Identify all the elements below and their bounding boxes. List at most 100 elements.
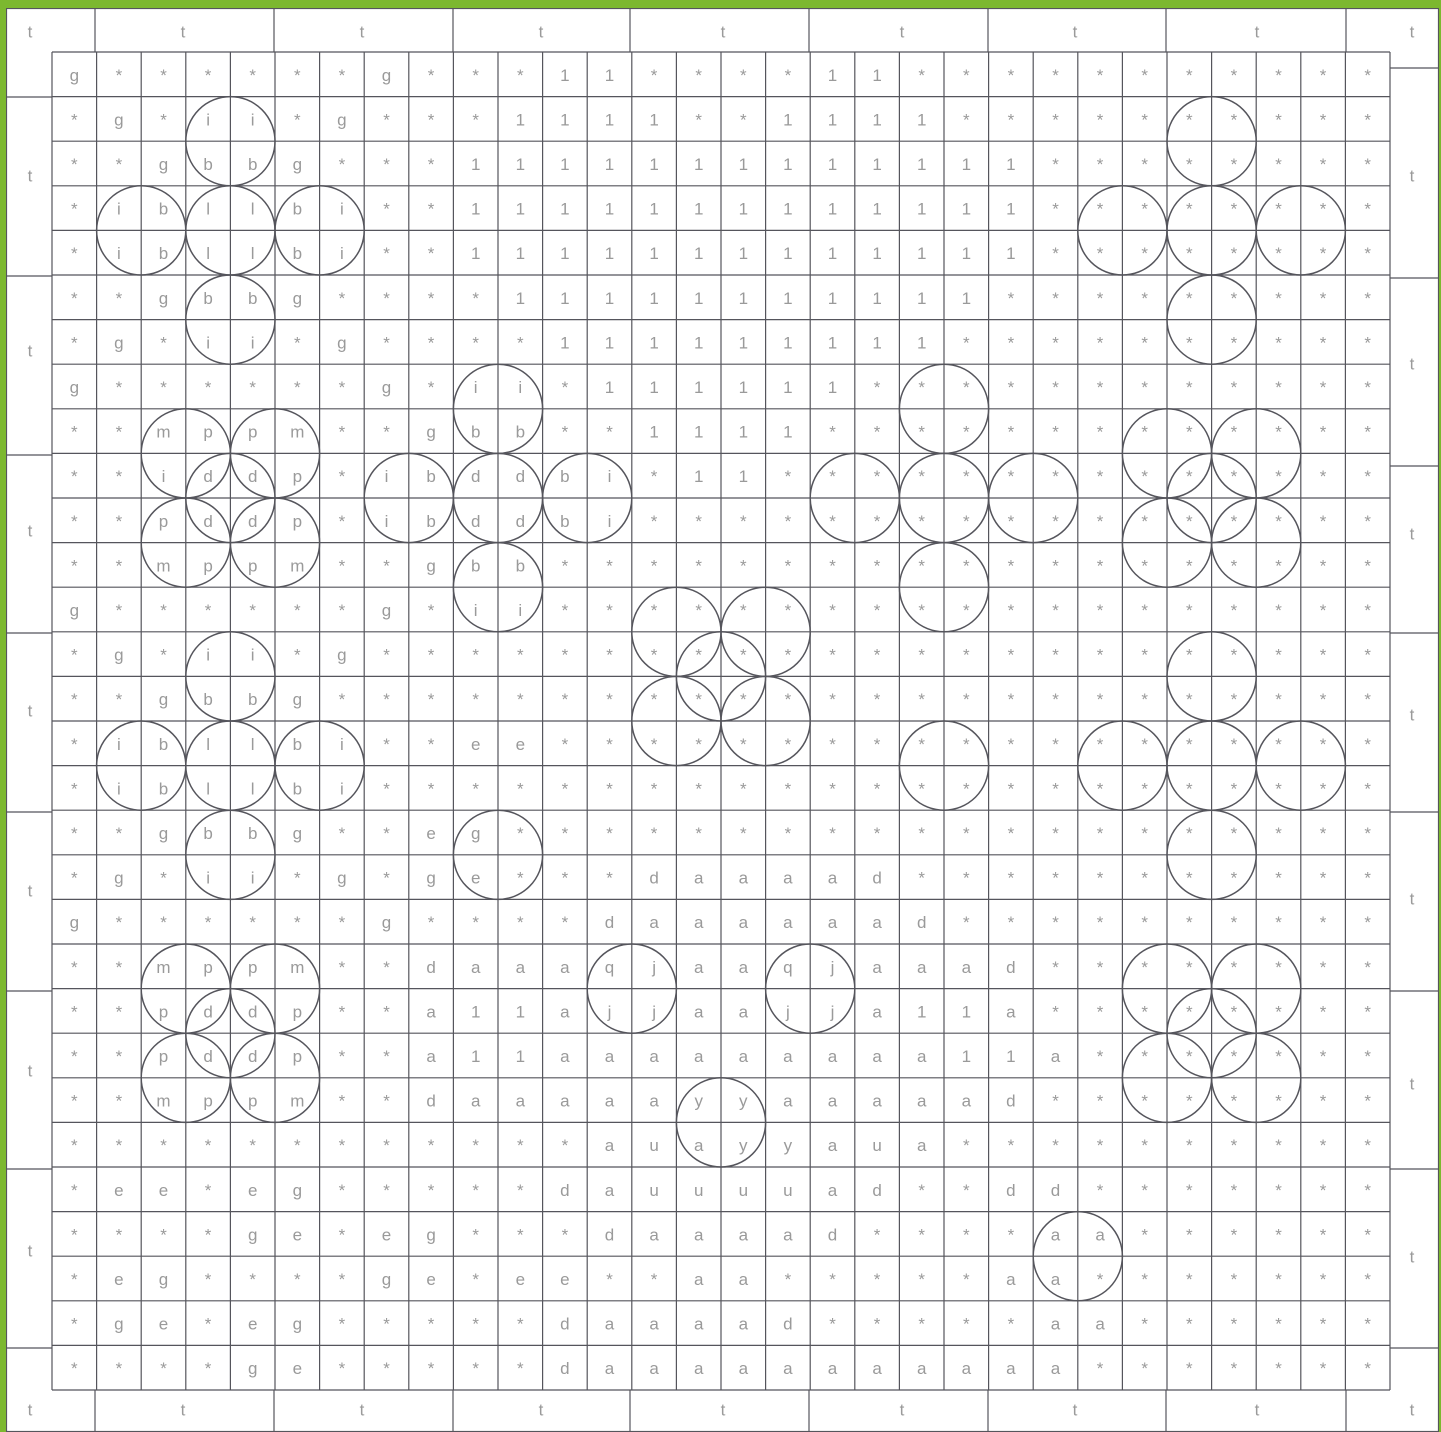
cell-letter: * — [963, 824, 970, 843]
cell-letter: * — [1231, 1270, 1238, 1289]
cell-letter: e — [516, 735, 525, 754]
cell-letter: * — [562, 423, 569, 442]
cell-letter: * — [205, 1315, 212, 1334]
cell-letter: * — [963, 869, 970, 888]
cell-letter: * — [1141, 512, 1148, 531]
cell-letter: * — [874, 824, 881, 843]
cell-letter: * — [1141, 1181, 1148, 1200]
cell-letter: i — [162, 467, 166, 486]
cell-letter: * — [160, 1359, 167, 1378]
cell-letter: * — [160, 378, 167, 397]
cell-letter: a — [872, 958, 882, 977]
cell-letter: * — [785, 556, 792, 575]
cell-letter: a — [739, 1225, 749, 1244]
cell-letter: 1 — [739, 155, 748, 174]
cell-letter: g — [70, 378, 79, 397]
cell-letter: * — [428, 1136, 435, 1155]
cell-letter: g — [337, 333, 346, 352]
cell-letter: 1 — [649, 423, 658, 442]
cell-letter: 1 — [605, 110, 614, 129]
cell-letter: * — [1097, 690, 1104, 709]
border-letter-top: t — [1410, 23, 1415, 42]
cell-letter: * — [116, 556, 123, 575]
cell-letter: * — [116, 66, 123, 85]
cell-letter: e — [293, 1225, 302, 1244]
cell-letter: * — [963, 1270, 970, 1289]
cell-letter: a — [694, 1047, 704, 1066]
cell-letter: 1 — [739, 244, 748, 263]
cell-letter: * — [606, 869, 613, 888]
cell-letter: * — [472, 646, 479, 665]
cell-letter: * — [651, 824, 658, 843]
cell-letter: * — [1186, 110, 1193, 129]
cell-letter: * — [1186, 958, 1193, 977]
cell-letter: * — [1320, 512, 1327, 531]
cell-letter: a — [1051, 1359, 1061, 1378]
cell-letter: p — [293, 1002, 302, 1021]
cell-letter: * — [651, 601, 658, 620]
cell-letter: * — [1364, 869, 1371, 888]
cell-letter: * — [472, 690, 479, 709]
cell-letter: * — [1008, 779, 1015, 798]
cell-letter: * — [116, 1092, 123, 1111]
cell-letter: * — [1364, 824, 1371, 843]
cell-letter: * — [606, 556, 613, 575]
cell-letter: d — [248, 1047, 257, 1066]
cell-letter: * — [1275, 1225, 1282, 1244]
cell-letter: * — [472, 913, 479, 932]
cell-letter: g — [293, 824, 302, 843]
cell-letter: * — [472, 289, 479, 308]
cell-letter: * — [1275, 467, 1282, 486]
cell-letter: * — [1231, 690, 1238, 709]
cell-letter: * — [339, 824, 346, 843]
cell-letter: * — [160, 66, 167, 85]
border-letter-right: t — [1410, 525, 1415, 544]
cell-letter: * — [339, 155, 346, 174]
cell-letter: * — [963, 646, 970, 665]
cell-letter: b — [426, 467, 435, 486]
cell-letter: * — [1320, 1270, 1327, 1289]
cell-letter: * — [785, 1270, 792, 1289]
cell-letter: e — [560, 1270, 569, 1289]
cell-letter: * — [116, 958, 123, 977]
cell-letter: i — [340, 735, 344, 754]
cell-letter: a — [649, 1359, 659, 1378]
cell-letter: * — [562, 824, 569, 843]
cell-letter: * — [472, 1181, 479, 1200]
cell-letter: * — [1320, 735, 1327, 754]
border-letter-right: t — [1410, 706, 1415, 725]
cell-letter: * — [383, 289, 390, 308]
cell-letter: * — [1141, 646, 1148, 665]
cell-letter: * — [1097, 289, 1104, 308]
cell-letter: a — [739, 1047, 749, 1066]
cell-letter: * — [1231, 423, 1238, 442]
cell-letter: * — [1097, 1136, 1104, 1155]
cell-letter: g — [159, 690, 168, 709]
cell-letter: b — [516, 556, 525, 575]
cell-letter: * — [383, 423, 390, 442]
cell-letter: * — [918, 378, 925, 397]
cell-letter: * — [963, 601, 970, 620]
cell-letter: m — [156, 423, 170, 442]
cell-letter: * — [1052, 244, 1059, 263]
cell-letter: 1 — [605, 244, 614, 263]
cell-letter: * — [1320, 244, 1327, 263]
cell-letter: * — [918, 1270, 925, 1289]
cell-letter: * — [740, 824, 747, 843]
cell-letter: * — [785, 690, 792, 709]
cell-letter: 1 — [962, 244, 971, 263]
cell-letter: * — [1320, 423, 1327, 442]
cell-letter: a — [739, 1359, 749, 1378]
cell-letter: a — [783, 913, 793, 932]
cell-letter: * — [918, 690, 925, 709]
cell-letter: * — [651, 66, 658, 85]
cell-letter: * — [1186, 1359, 1193, 1378]
cell-letter: * — [71, 1270, 78, 1289]
cell-letter: d — [649, 869, 658, 888]
cell-letter: 1 — [605, 333, 614, 352]
cell-letter: a — [783, 1047, 793, 1066]
cell-letter: * — [1320, 467, 1327, 486]
cell-letter: * — [339, 1002, 346, 1021]
cell-letter: * — [517, 690, 524, 709]
cell-letter: * — [339, 66, 346, 85]
